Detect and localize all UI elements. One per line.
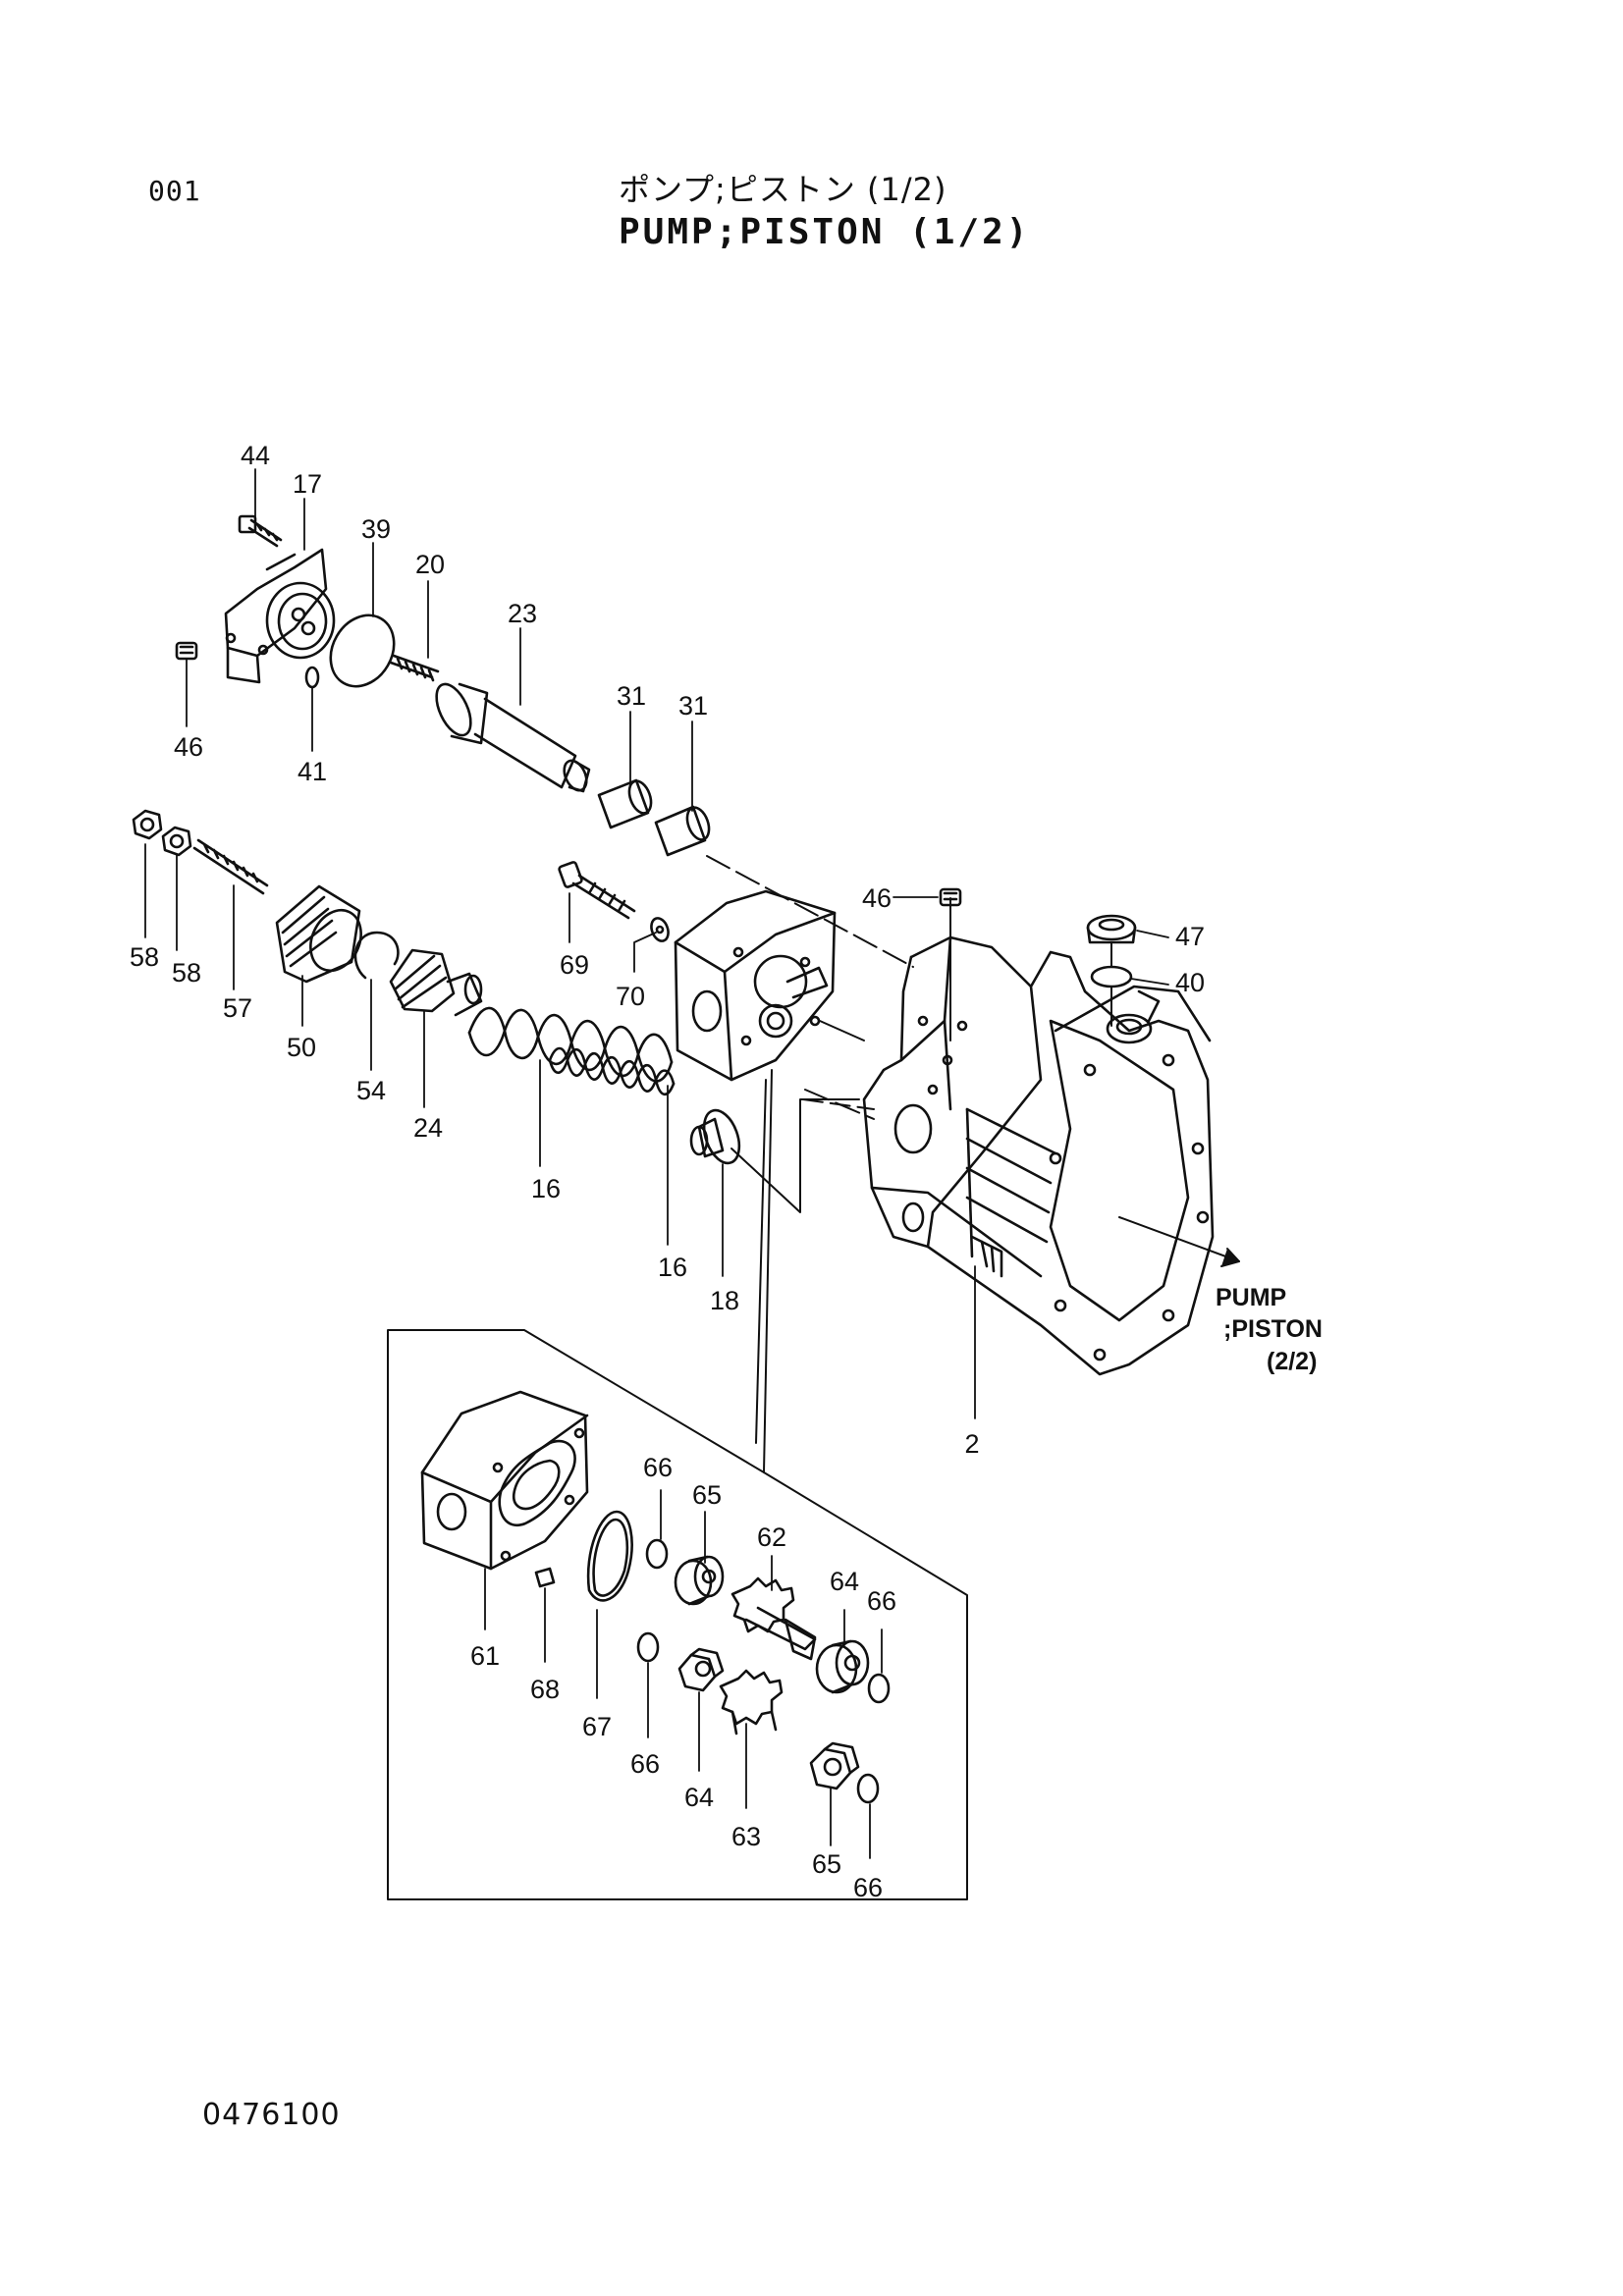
callout-68: 68 [530, 1675, 560, 1704]
callout-44: 44 [241, 441, 270, 470]
part-2-pump-case [862, 935, 1215, 1376]
gear-pump-detail-frame [387, 1329, 968, 1900]
callout-labels: 44 17 39 20 23 31 31 46 41 58 58 57 50 5… [130, 441, 1205, 1902]
callout-61: 61 [470, 1641, 500, 1671]
part-66-oring-a [645, 1538, 669, 1570]
continuation-note: PUMP ;PISTON (2/2) [1216, 1284, 1323, 1375]
callout-31: 31 [678, 691, 708, 721]
gear-pump-housing [674, 889, 837, 1082]
part-70-washer [650, 917, 670, 942]
drawing-code: 0476100 [202, 2098, 341, 2132]
part-23-shaft [435, 682, 591, 793]
part-16-spring-outer [467, 1006, 674, 1083]
part-18-spring-seat [689, 1108, 741, 1165]
callout-65: 65 [812, 1849, 841, 1879]
part-57-adjust-screw [192, 838, 269, 895]
part-69-bolt [558, 861, 636, 920]
part-47-plug [1086, 914, 1137, 944]
part-58-nut-a [132, 809, 163, 840]
part-65-bushing-a [674, 1555, 725, 1606]
part-16-spring-inner [548, 1046, 676, 1096]
callout-66: 66 [867, 1586, 896, 1616]
callout-46: 46 [174, 732, 203, 762]
page-title-japanese: ポンプ;ピストン (1/2) [619, 171, 947, 208]
callout-69: 69 [560, 950, 589, 980]
part-64-bearing-a [815, 1639, 870, 1694]
assembly-lines [706, 855, 1240, 1473]
part-67-gasket [586, 1510, 633, 1602]
callout-18: 18 [710, 1286, 739, 1315]
callout-70: 70 [616, 982, 645, 1011]
callout-40: 40 [1175, 968, 1205, 997]
part-54-snap-ring [353, 931, 400, 980]
part-64-bearing-b [677, 1647, 725, 1692]
part-41-pin [304, 666, 320, 689]
callout-65: 65 [692, 1480, 722, 1510]
part-40-oring [1090, 965, 1133, 988]
callout-54: 54 [356, 1076, 386, 1105]
callout-47: 47 [1175, 922, 1205, 951]
continuation-note-line3: (2/2) [1267, 1348, 1317, 1375]
page-number: 001 [148, 175, 201, 207]
callout-50: 50 [287, 1033, 316, 1062]
callout-63: 63 [731, 1822, 761, 1851]
callout-leaders [144, 468, 1169, 1859]
callout-17: 17 [293, 469, 322, 499]
callout-31: 31 [617, 681, 646, 711]
part-20-spring [389, 654, 440, 682]
part-17-cover-plate [224, 548, 336, 684]
callout-66: 66 [853, 1873, 883, 1902]
part-62-drive-gear [730, 1576, 817, 1661]
callout-67: 67 [582, 1712, 612, 1741]
part-31-sleeve-b [654, 805, 711, 857]
callout-41: 41 [298, 757, 327, 786]
part-66-oring-b [867, 1673, 891, 1704]
callout-58: 58 [130, 942, 159, 972]
callout-2: 2 [964, 1429, 979, 1459]
callout-24: 24 [413, 1113, 443, 1143]
callout-23: 23 [508, 599, 537, 628]
part-65-bushing-b [809, 1741, 860, 1790]
callout-66: 66 [630, 1749, 660, 1779]
callout-46: 46 [862, 883, 892, 913]
part-31-sleeve-a [597, 778, 653, 829]
part-66-oring-c [636, 1631, 660, 1663]
continuation-note-line2: ;PISTON [1223, 1315, 1323, 1343]
callout-66: 66 [643, 1453, 673, 1482]
callout-64: 64 [684, 1783, 714, 1812]
part-58-nut-b [161, 826, 192, 857]
callout-20: 20 [415, 550, 445, 579]
part-66-oring-d [856, 1773, 880, 1804]
part-61-gear-housing [420, 1390, 589, 1571]
part-46-plug [175, 641, 198, 661]
callout-16: 16 [531, 1174, 561, 1203]
callout-16: 16 [658, 1253, 687, 1282]
callout-58: 58 [172, 958, 201, 988]
part-39-oring [329, 614, 396, 688]
callout-62: 62 [757, 1522, 786, 1552]
part-63-driven-gear [719, 1669, 784, 1735]
part-44-bolt [238, 514, 283, 548]
callout-39: 39 [361, 514, 391, 544]
callout-64: 64 [830, 1567, 859, 1596]
continuation-note-line1: PUMP [1216, 1284, 1286, 1311]
page-title-english: PUMP;PISTON (1/2) [619, 212, 1031, 252]
callout-57: 57 [223, 993, 252, 1023]
part-24-piston [389, 948, 483, 1017]
part-68-pin [534, 1567, 556, 1588]
